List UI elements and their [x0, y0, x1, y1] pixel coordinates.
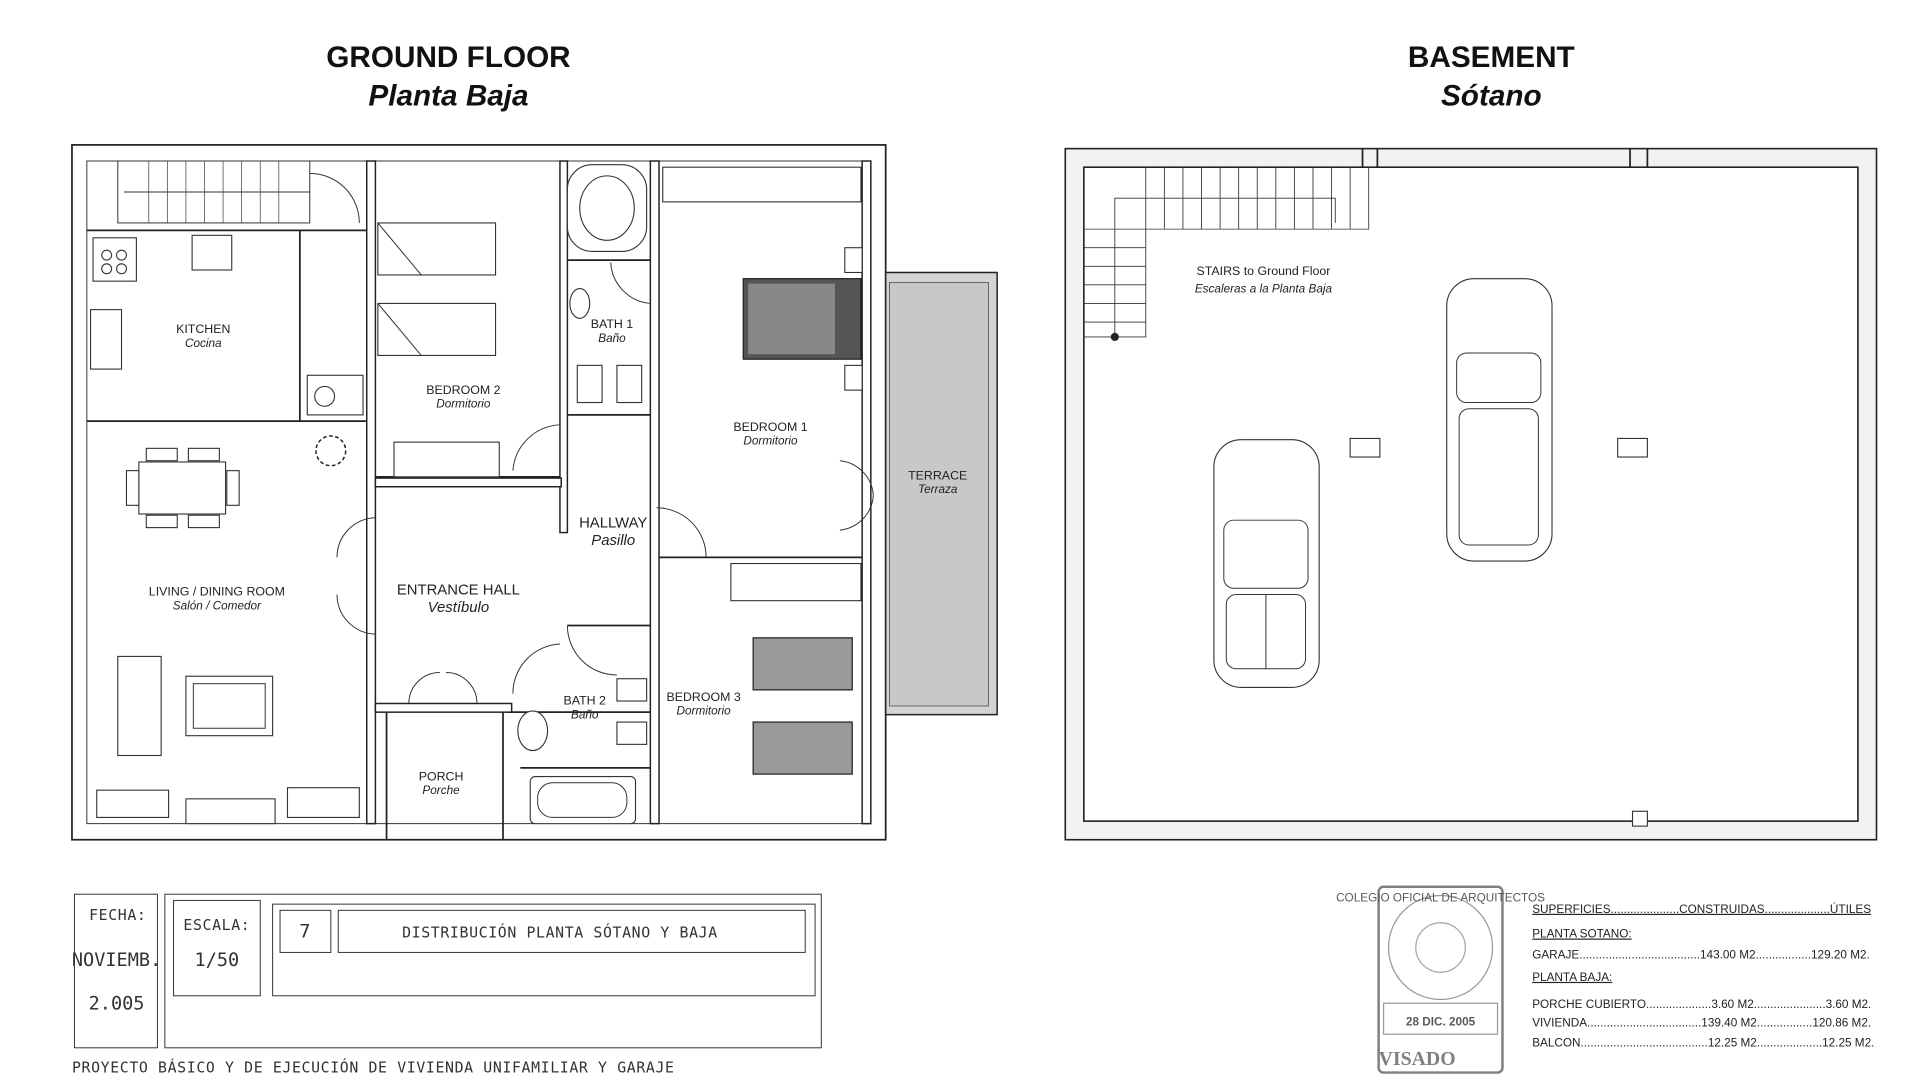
- bedroom1-label: BEDROOM 1: [733, 420, 807, 434]
- bedroom3-label: BEDROOM 3: [666, 690, 740, 704]
- car-right: [1446, 278, 1553, 562]
- surfaces-header: SUPERFICIES.....................CONSTRUI…: [1532, 903, 1871, 916]
- porch-label: PORCH: [419, 769, 464, 783]
- ground-floor-plan: KITCHEN Cocina BEDROOM 2 Dormitorio BATH…: [71, 144, 998, 841]
- bedroom2-label: BEDROOM 2: [426, 383, 500, 397]
- terrace-label: TERRACE: [908, 468, 967, 482]
- stamp-date: 28 DIC. 2005: [1406, 1016, 1476, 1029]
- bedroom2-beds: [377, 222, 500, 478]
- surfaces-table: SUPERFICIES.....................CONSTRUI…: [1532, 903, 1874, 1050]
- date-label: FECHA:: [89, 906, 146, 924]
- date-year: 2.005: [89, 993, 145, 1014]
- hallway-label: HALLWAY: [579, 516, 647, 532]
- stairs-ground: [117, 160, 360, 224]
- bedroom3-label-es: Dormitorio: [677, 705, 732, 718]
- hallway-label-es: Pasillo: [591, 533, 635, 549]
- living-label: LIVING / DINING ROOM: [149, 585, 285, 599]
- sheet-number: 7: [299, 922, 310, 943]
- bath2-label-es: Baño: [571, 708, 599, 721]
- living-label-es: Salón / Comedor: [173, 599, 262, 612]
- project-title: PROYECTO BÁSICO Y DE EJECUCIÓN DE VIVIEN…: [72, 1059, 675, 1077]
- scale-label: ESCALA:: [183, 916, 250, 934]
- bath1-label-es: Baño: [598, 332, 626, 345]
- terrace-label-es: Terraza: [918, 483, 958, 496]
- stairs-label-es: Escaleras a la Planta Baja: [1195, 282, 1333, 295]
- car-left: [1213, 439, 1320, 688]
- architects-stamp: COLEGIO OFICIAL DE ARQUITECTOS 28 DIC. 2…: [1336, 885, 1545, 1074]
- porch-label-es: Porche: [422, 784, 460, 797]
- sheet-title: DISTRIBUCIÓN PLANTA SÓTANO Y BAJA: [402, 924, 718, 942]
- kitchen-label: KITCHEN: [176, 322, 230, 336]
- basement-subtitle: Sótano: [1441, 79, 1542, 112]
- stamp-text: COLEGIO OFICIAL DE ARQUITECTOS: [1336, 892, 1545, 905]
- bedroom2-label-es: Dormitorio: [436, 397, 491, 410]
- section-sotano: PLANTA SOTANO:: [1532, 928, 1631, 941]
- scale-value: 1/50: [195, 950, 240, 971]
- entrance-label-es: Vestíbulo: [428, 600, 489, 616]
- row-balcon: BALCON..................................…: [1532, 1037, 1874, 1050]
- stairs-label: STAIRS to Ground Floor: [1196, 264, 1330, 278]
- row-vivienda: VIVIENDA................................…: [1532, 1017, 1871, 1030]
- bath2-label: BATH 2: [564, 694, 607, 708]
- kitchen-label-es: Cocina: [185, 337, 222, 350]
- ground-floor-title: GROUND FLOOR: [326, 41, 570, 74]
- stamp-visado: VISADO: [1379, 1048, 1456, 1070]
- basement-plan: STAIRS to Ground Floor Escaleras a la Pl…: [1064, 147, 1878, 841]
- bedroom1-label-es: Dormitorio: [743, 435, 798, 448]
- basement-title: BASEMENT: [1408, 41, 1575, 74]
- date-month: NOVIEMB.: [72, 950, 161, 971]
- ground-floor-subtitle: Planta Baja: [368, 79, 528, 112]
- title-block: FECHA: NOVIEMB. 2.005 ESCALA: 1/50 7 DIS…: [72, 893, 822, 1077]
- bath1-label: BATH 1: [591, 317, 634, 331]
- entrance-label: ENTRANCE HALL: [397, 582, 520, 598]
- row-porche: PORCHE CUBIERTO....................3.60 …: [1532, 998, 1871, 1011]
- row-garaje: GARAJE..................................…: [1532, 949, 1870, 962]
- section-baja: PLANTA BAJA:: [1532, 971, 1612, 984]
- stairs-basement: [1083, 167, 1370, 342]
